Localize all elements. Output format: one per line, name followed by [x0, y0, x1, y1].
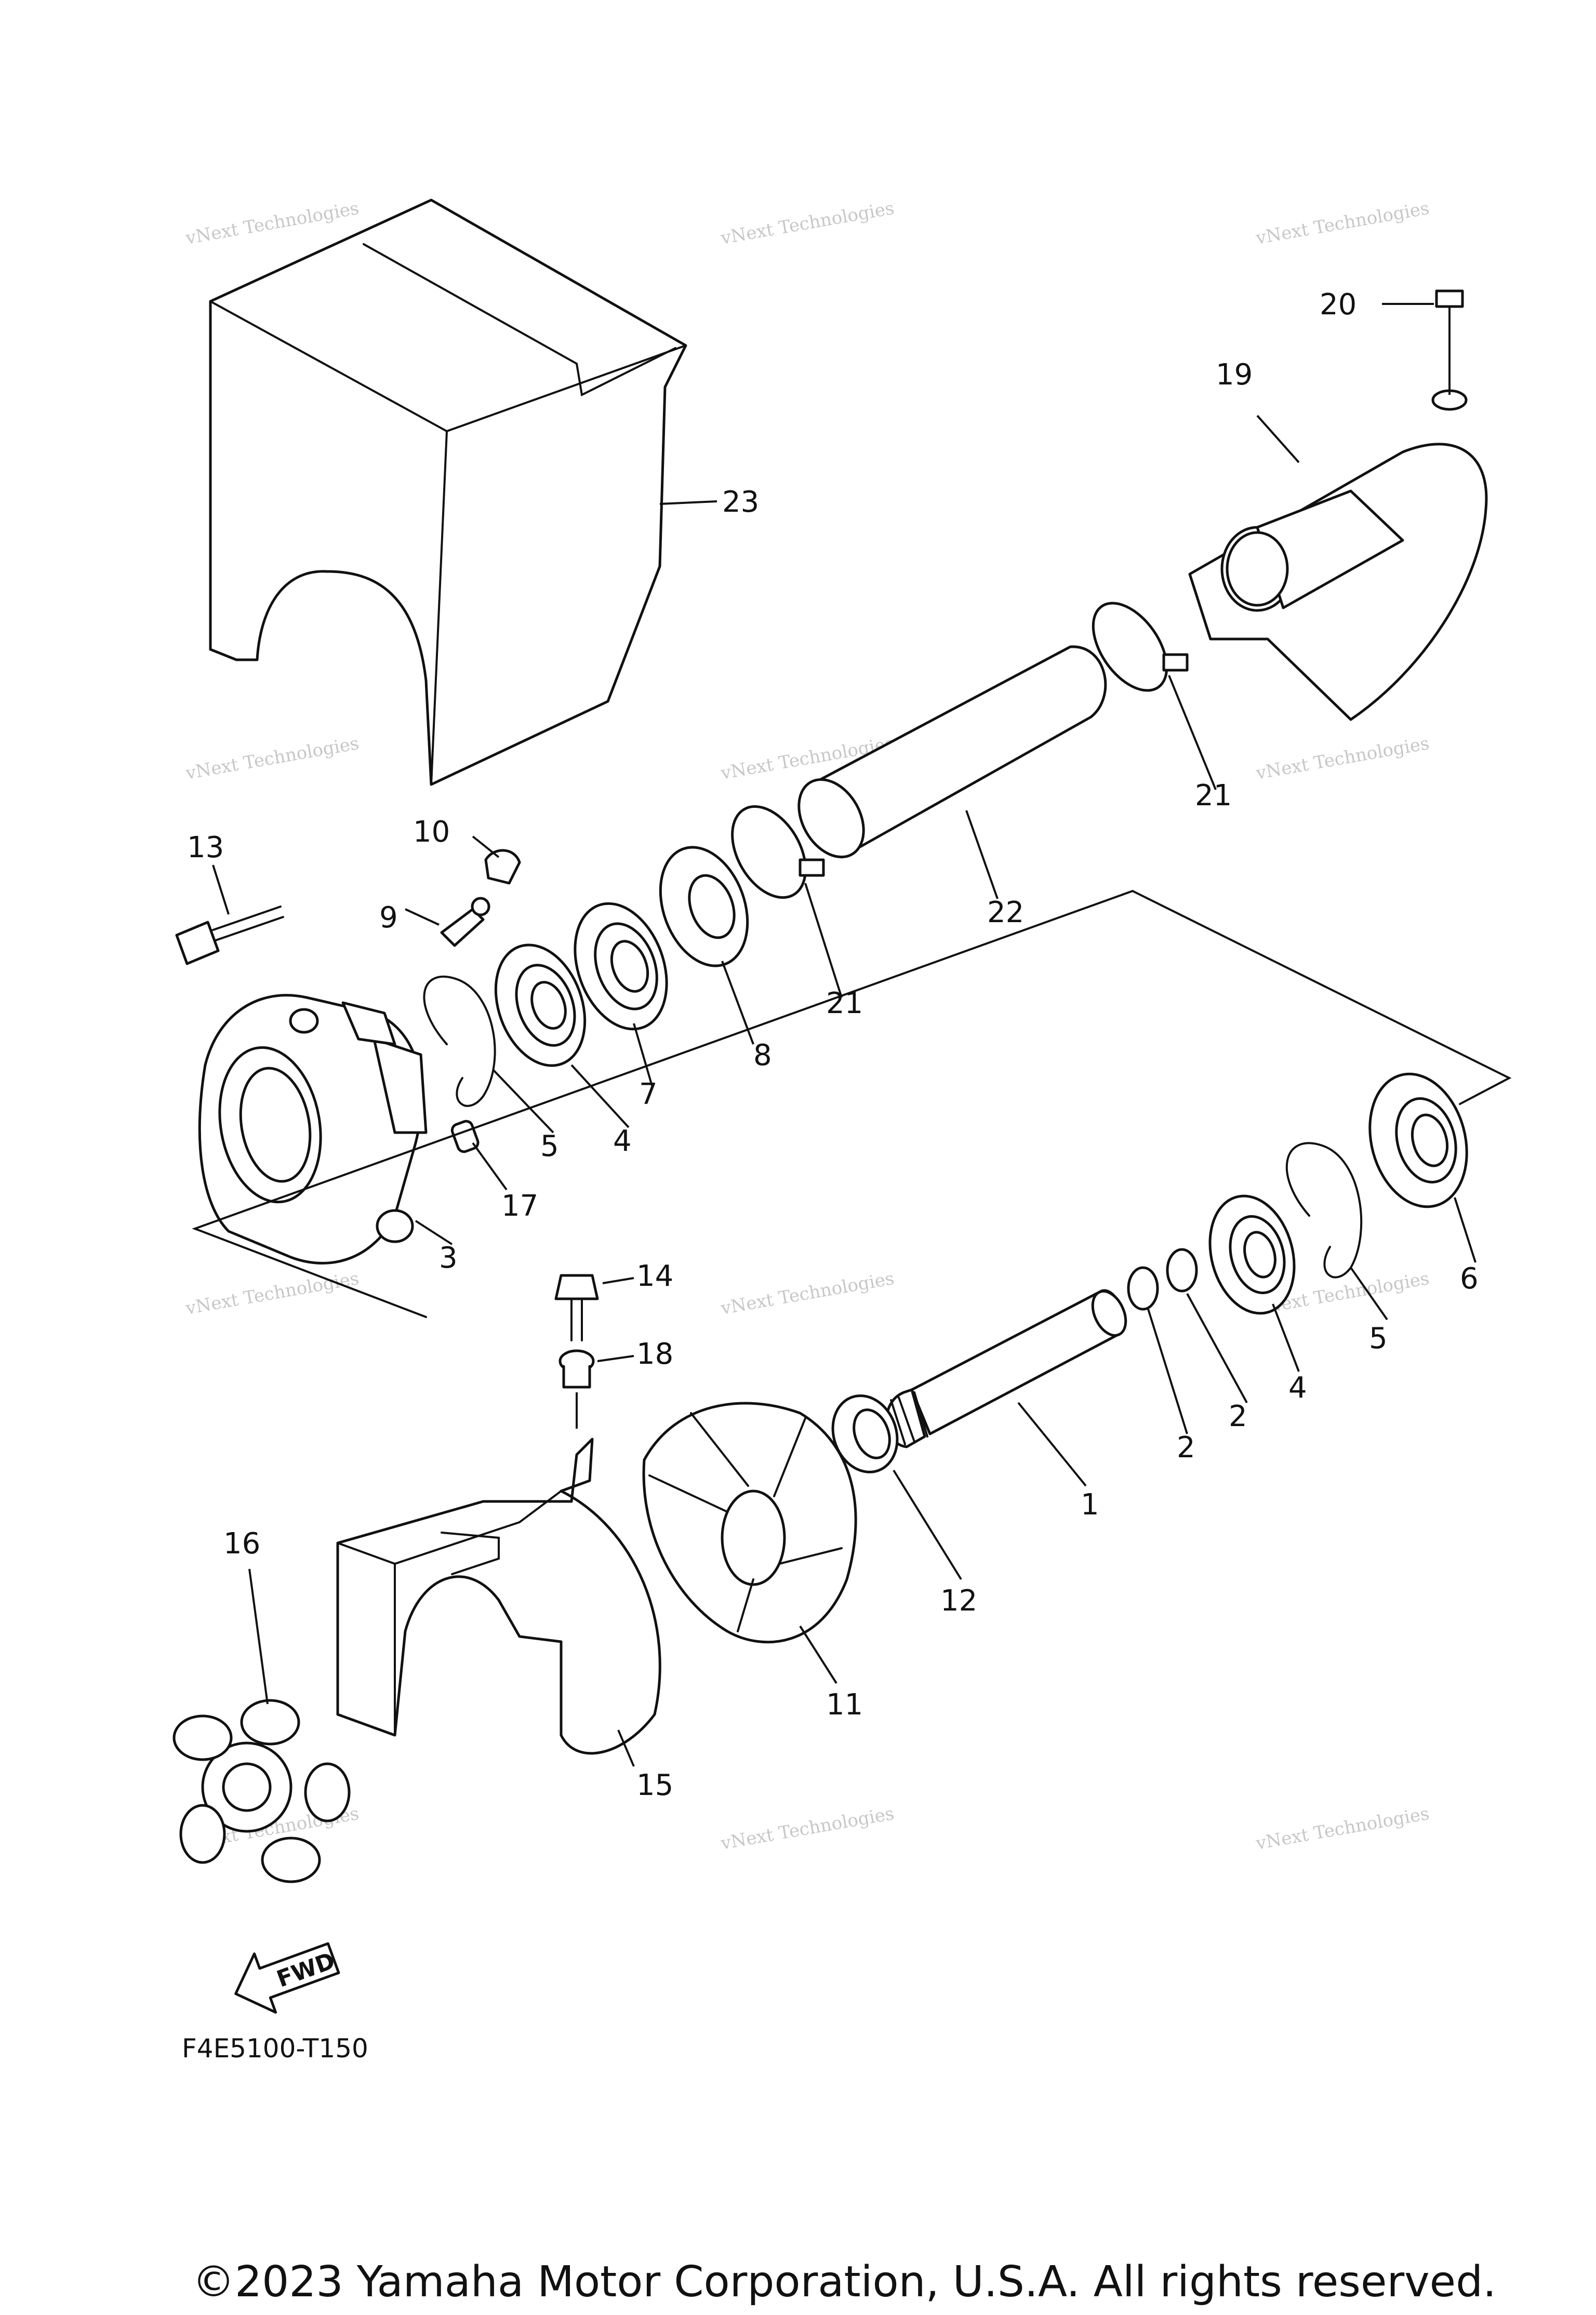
watermark-text: vNext Technologies: [1254, 198, 1431, 249]
callout-14: 14: [636, 1259, 673, 1293]
callout-20: 20: [1320, 288, 1356, 322]
part-8-seal: [659, 846, 749, 967]
callout-9: 9: [379, 901, 398, 935]
part-13-bolt: [175, 906, 284, 965]
part-20-bolt: [1435, 289, 1464, 395]
shaft-subassembly-outline: [192, 890, 1512, 1318]
callout-2-left: 2: [1177, 1431, 1195, 1465]
part-6-bearing: [1368, 1072, 1468, 1208]
diagram-code: F4E5100-T150: [182, 2033, 368, 2064]
part-5-circlip-lower: [1285, 1142, 1363, 1279]
part-2-o-rings: [1127, 1248, 1198, 1311]
watermark-text: vNext Technologies: [1254, 1803, 1431, 1854]
callout-21-upper: 21: [1195, 779, 1232, 813]
callout-22: 22: [987, 896, 1024, 929]
part-3-housing: [198, 994, 428, 1265]
callout-5-lower: 5: [1369, 1322, 1388, 1355]
callout-16: 16: [223, 1527, 260, 1561]
watermark-text: vNext Technologies: [184, 1268, 361, 1319]
callout-5-upper: 5: [540, 1129, 559, 1163]
part-7-bearing: [574, 902, 668, 1031]
callout-numbers: 23 20 19 21 22 21 8 7 4 5 17 3 10 9 13 1…: [187, 288, 1479, 1802]
callout-17: 17: [501, 1189, 538, 1223]
watermark-text: vNext Technologies: [719, 198, 896, 249]
callout-4-lower: 4: [1288, 1371, 1307, 1405]
part-18-washer: [558, 1349, 595, 1429]
copyright-notice: ©2023 Yamaha Motor Corporation, U.S.A. A…: [192, 2257, 1497, 2307]
part-11-impeller: [642, 1402, 857, 1644]
part-4-bearing-upper: [494, 943, 587, 1067]
watermark-text: vNext Technologies: [1254, 733, 1431, 784]
fwd-arrow: FWD: [234, 1942, 340, 2014]
part-14-bolt: [554, 1274, 599, 1341]
part-21-clamp-lower: [731, 805, 825, 899]
part-1-shaft: [885, 1289, 1127, 1448]
leader-lines: [212, 303, 1477, 1767]
callout-21-lower: 21: [826, 987, 863, 1020]
part-17-pin: [450, 1120, 480, 1153]
part-9-fitting: [440, 897, 490, 947]
callout-19: 19: [1216, 358, 1253, 392]
callout-2-right: 2: [1229, 1400, 1247, 1433]
callout-6: 6: [1460, 1262, 1479, 1296]
part-23-cover: [209, 198, 687, 786]
callout-10: 10: [413, 815, 450, 849]
part-22-hose: [797, 645, 1107, 859]
callout-23: 23: [722, 485, 759, 519]
callout-12: 12: [940, 1584, 977, 1618]
callout-13: 13: [187, 831, 224, 864]
part-21-clamp-upper: [1092, 602, 1189, 692]
part-4-bearing-lower: [1208, 1194, 1296, 1315]
callout-7: 7: [639, 1077, 658, 1111]
part-16-damper: [172, 1699, 351, 1883]
callout-4-upper: 4: [613, 1124, 632, 1158]
part-12-spacer: [831, 1394, 899, 1473]
part-15-duct-cover: [336, 1438, 661, 1755]
callout-15: 15: [636, 1768, 673, 1802]
watermark-text: vNext Technologies: [184, 198, 361, 249]
watermark-text: vNext Technologies: [184, 733, 361, 784]
part-5-circlip-upper: [423, 975, 496, 1107]
callout-18: 18: [636, 1337, 673, 1371]
callout-3: 3: [439, 1241, 458, 1275]
part-10-cap: [484, 849, 521, 885]
callout-1: 1: [1081, 1488, 1099, 1522]
watermark-text: vNext Technologies: [719, 1268, 896, 1319]
part-19-nozzle: [1188, 389, 1488, 721]
watermark-text: vNext Technologies: [719, 1803, 896, 1854]
callout-11: 11: [826, 1688, 863, 1722]
callout-8: 8: [753, 1039, 772, 1072]
